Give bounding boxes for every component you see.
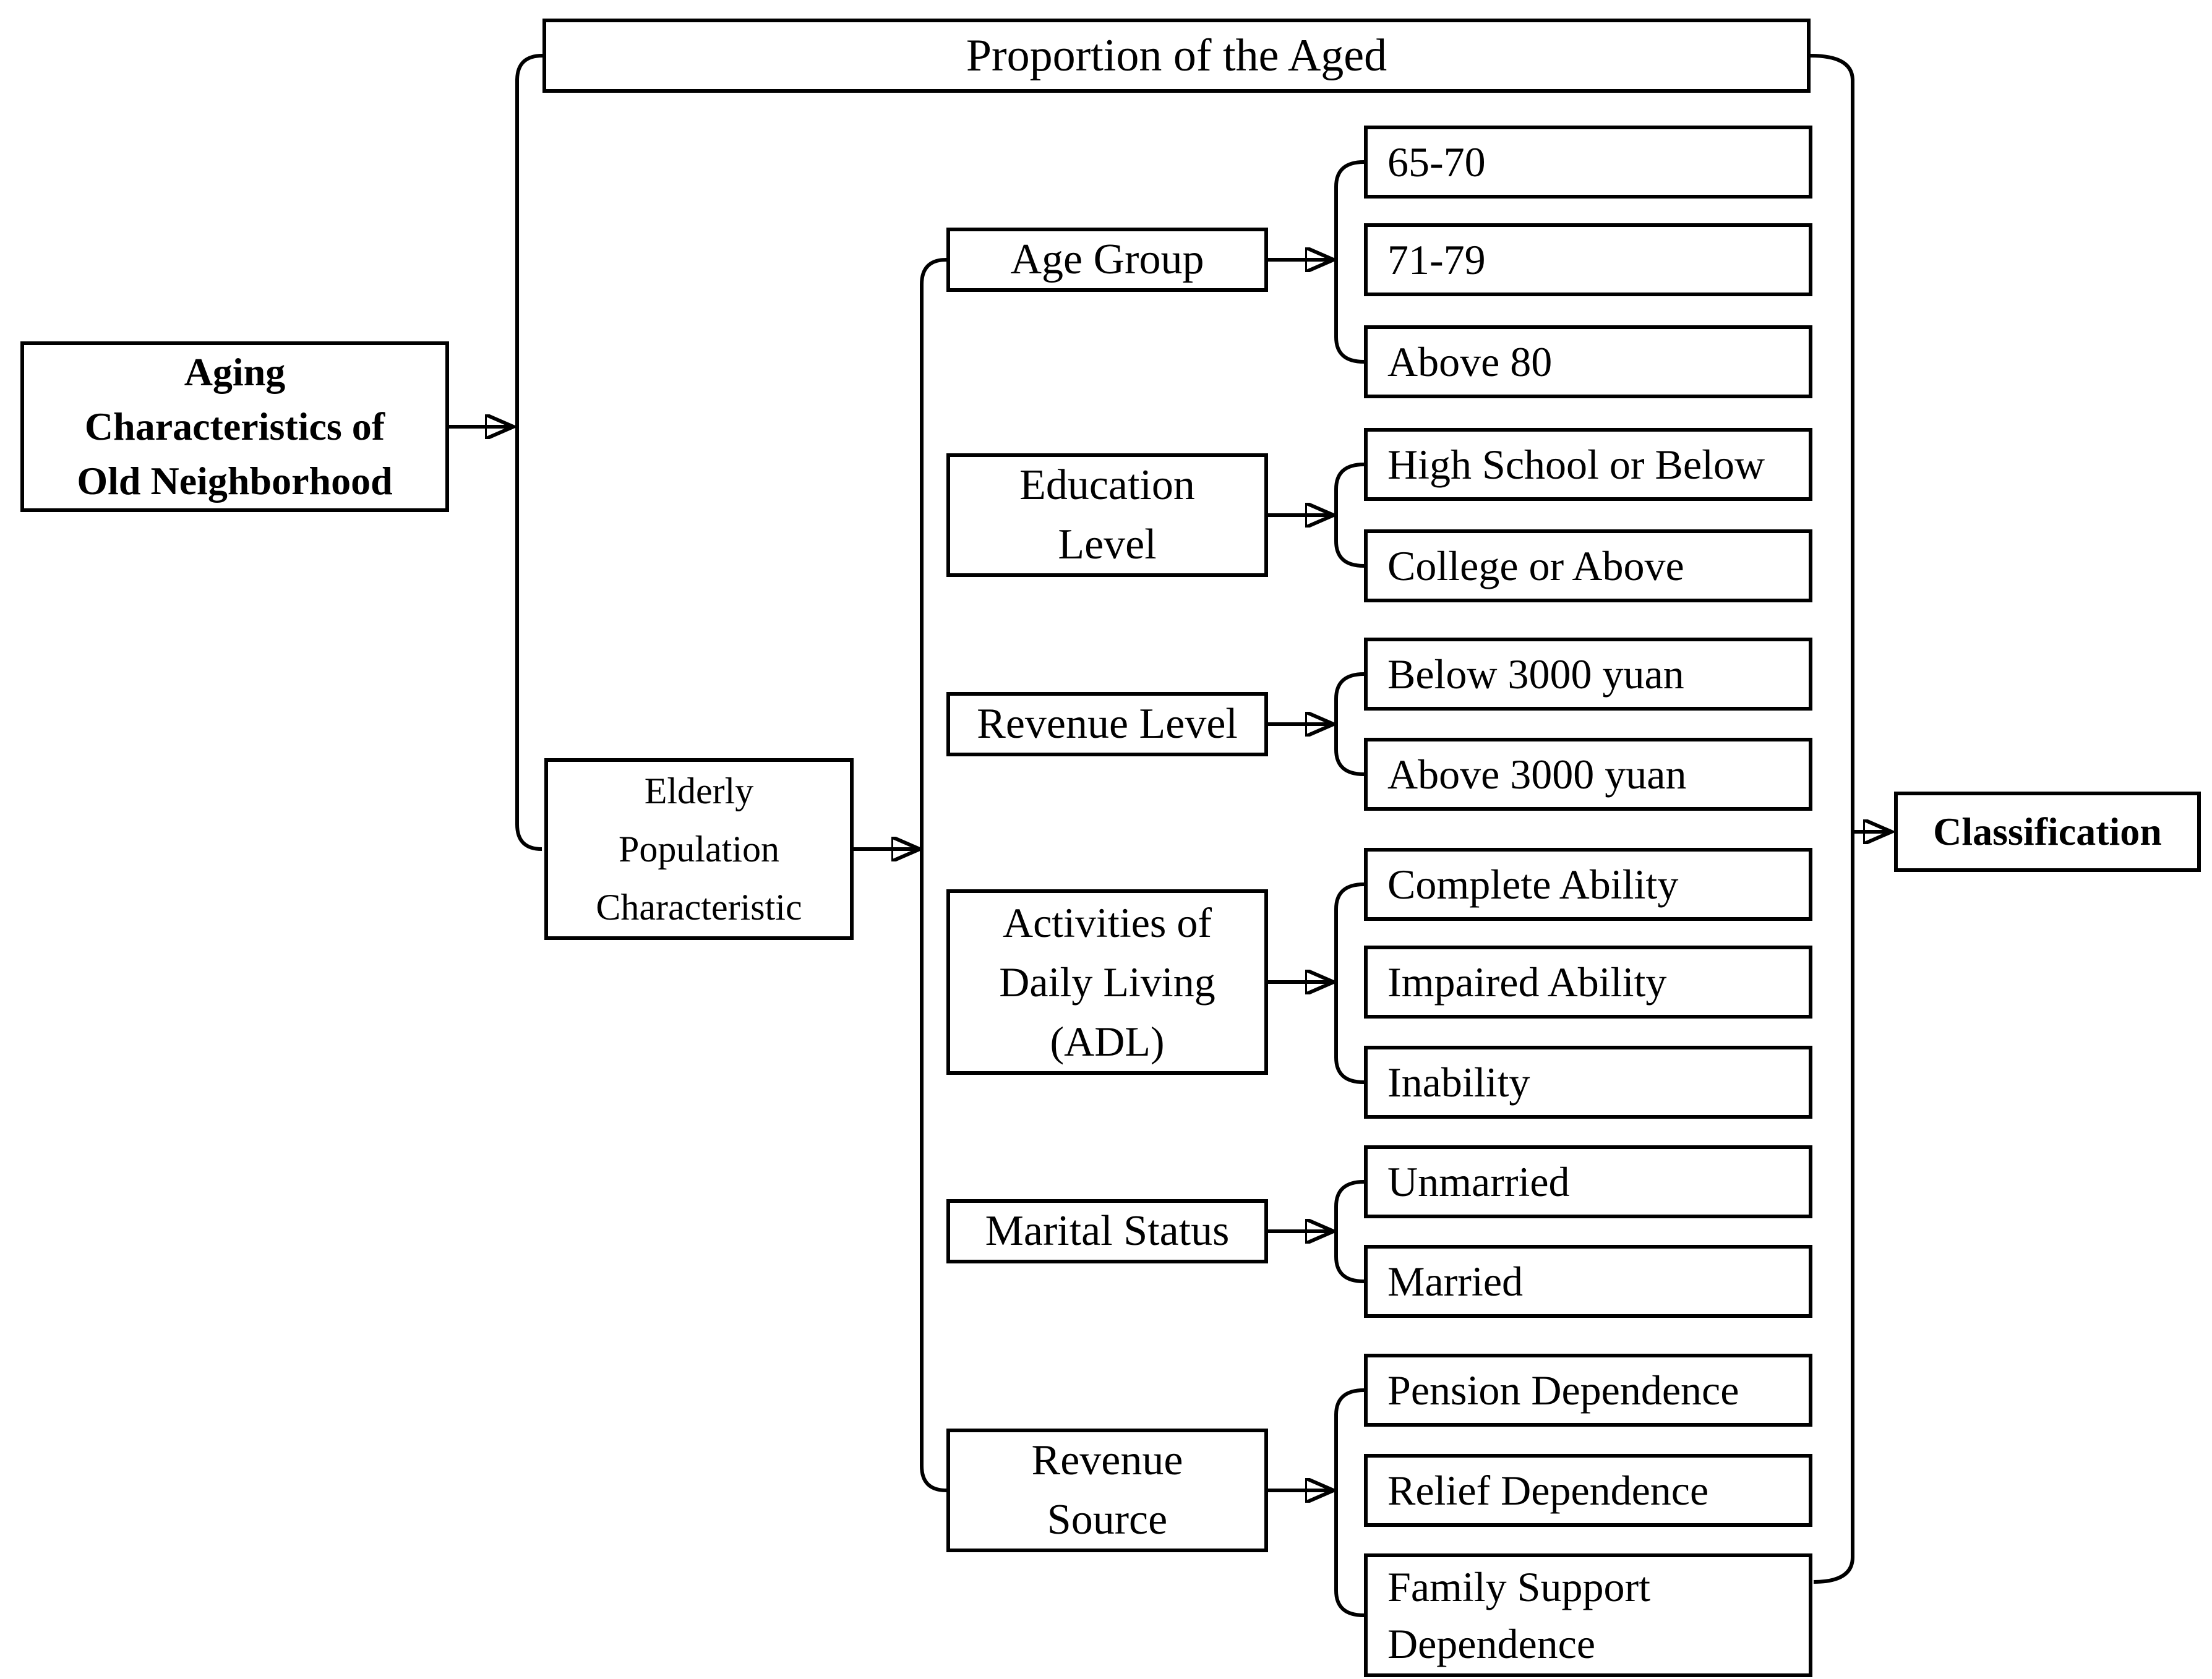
leaf-box-65-70: 65-70 — [1364, 126, 1812, 199]
leaf-label-65-70: 65-70 — [1387, 139, 1486, 186]
category-box-adl: Activities of Daily Living (ADL) — [946, 889, 1268, 1075]
leaf-label-71-79: 71-79 — [1387, 236, 1486, 283]
leaf-label-high-school-or-below: High School or Below — [1387, 441, 1765, 488]
bracket-age-group — [1334, 160, 1365, 364]
bracket-education-level — [1334, 463, 1365, 568]
elderly-population-label: Elderly Population Characteristic — [596, 771, 802, 928]
proportion-of-aged-box: Proportion of the Aged — [542, 19, 1811, 93]
bracket-revenue-level — [1334, 672, 1365, 776]
category-label-adl: Activities of Daily Living (ADL) — [999, 899, 1215, 1065]
category-box-education-level: Education Level — [946, 453, 1268, 577]
leaf-box-inability: Inability — [1364, 1046, 1812, 1119]
category-label-revenue-level: Revenue Level — [977, 700, 1238, 748]
leaf-label-inability: Inability — [1387, 1059, 1530, 1106]
leaf-box-married: Married — [1364, 1245, 1812, 1318]
bracket-revenue-source — [1334, 1388, 1365, 1617]
connector-left-spine — [515, 54, 543, 851]
leaf-label-complete-ability: Complete Ability — [1387, 861, 1679, 908]
category-label-revenue-source: Revenue Source — [1031, 1437, 1183, 1544]
leaf-label-college-or-above: College or Above — [1387, 542, 1684, 589]
proportion-of-aged-label: Proportion of the Aged — [966, 30, 1387, 81]
leaf-label-below-3000-yuan: Below 3000 yuan — [1387, 651, 1684, 698]
category-box-revenue-level: Revenue Level — [946, 692, 1268, 756]
leaf-label-relief-dependence: Relief Dependence — [1387, 1467, 1709, 1514]
classification-box: Classification — [1894, 792, 2201, 872]
leaf-box-71-79: 71-79 — [1364, 223, 1812, 296]
leaf-label-married: Married — [1387, 1258, 1524, 1305]
aging-characteristics-box: Aging Characteristics of Old Neighborhoo… — [20, 341, 449, 512]
bracket-marital-status — [1334, 1180, 1365, 1283]
bracket-adl — [1334, 882, 1365, 1084]
category-box-age-group: Age Group — [946, 228, 1268, 292]
leaf-label-pension-dependence: Pension Dependence — [1387, 1367, 1739, 1414]
classification-label: Classification — [1933, 810, 2162, 853]
category-box-marital-status: Marital Status — [946, 1199, 1268, 1263]
leaf-box-below-3000-yuan: Below 3000 yuan — [1364, 638, 1812, 711]
leaf-label-above-3000-yuan: Above 3000 yuan — [1387, 751, 1687, 798]
leaf-box-pension-dependence: Pension Dependence — [1364, 1354, 1812, 1427]
aging-characteristics-label: Aging Characteristics of Old Neighborhoo… — [77, 350, 393, 503]
category-label-marital-status: Marital Status — [985, 1207, 1230, 1255]
leaf-label-family-support-dependence: Family Support Dependence — [1387, 1563, 1651, 1667]
leaf-box-impaired-ability: Impaired Ability — [1364, 946, 1812, 1019]
leaf-box-high-school-or-below: High School or Below — [1364, 428, 1812, 501]
category-box-revenue-source: Revenue Source — [946, 1429, 1268, 1552]
leaf-box-above-3000-yuan: Above 3000 yuan — [1364, 738, 1812, 811]
leaf-box-relief-dependence: Relief Dependence — [1364, 1454, 1812, 1527]
leaf-box-unmarried: Unmarried — [1364, 1145, 1812, 1218]
leaf-box-family-support-dependence: Family Support Dependence — [1364, 1553, 1812, 1677]
leaf-box-above-80: Above 80 — [1364, 325, 1812, 398]
connector-right-spine — [1810, 54, 1854, 1584]
category-label-age-group: Age Group — [1010, 236, 1204, 283]
leaf-label-impaired-ability: Impaired Ability — [1387, 959, 1667, 1006]
leaf-label-unmarried: Unmarried — [1387, 1158, 1570, 1205]
leaf-box-college-or-above: College or Above — [1364, 529, 1812, 602]
connector-middle-spine — [920, 258, 947, 1492]
elderly-population-box: Elderly Population Characteristic — [544, 758, 854, 940]
leaf-box-complete-ability: Complete Ability — [1364, 848, 1812, 921]
leaf-label-above-80: Above 80 — [1387, 338, 1553, 385]
category-label-education-level: Education Level — [1019, 461, 1195, 568]
